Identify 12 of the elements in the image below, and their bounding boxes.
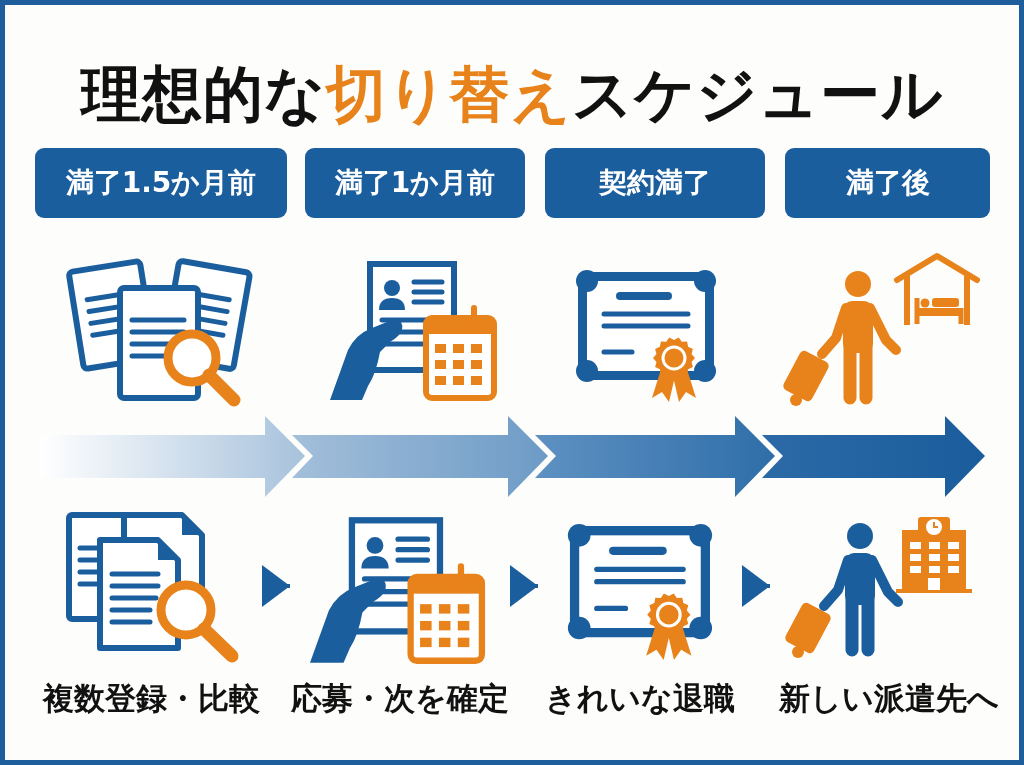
step-label: 新しい派遣先へ	[779, 679, 999, 718]
period-box: 満了1か月前	[305, 148, 525, 218]
arrow	[262, 565, 290, 607]
period-box: 契約満了	[545, 148, 765, 218]
period-box: 満了1.5か月前	[35, 148, 287, 218]
arrow	[742, 565, 770, 607]
arrow	[510, 565, 538, 607]
step-label: 複数登録・比較	[42, 679, 260, 718]
period-box: 満了後	[785, 148, 990, 218]
step-label: 応募・次を確定	[291, 679, 509, 718]
step-label: きれいな退職	[545, 679, 735, 718]
title: 理想的な切り替えスケジュール	[81, 58, 943, 131]
